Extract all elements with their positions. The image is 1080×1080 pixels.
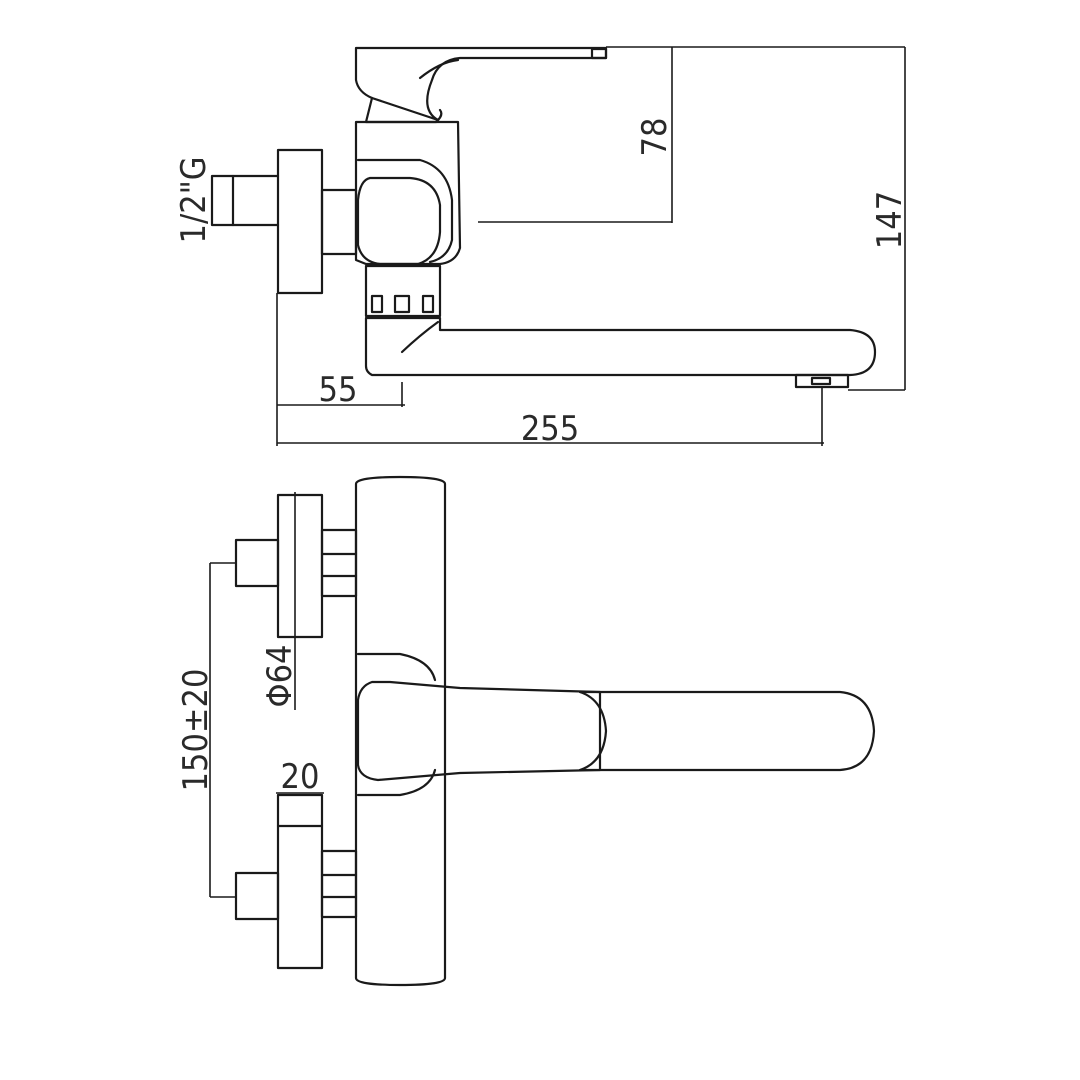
flange-depth-label: 20 bbox=[281, 757, 320, 797]
flange-diameter-label: Φ64 bbox=[260, 645, 300, 708]
spout-reach-label: 255 bbox=[521, 409, 579, 449]
wall-offset-label: 55 bbox=[319, 370, 358, 410]
mixer-body bbox=[354, 120, 462, 266]
total-height-label: 147 bbox=[870, 191, 910, 249]
inlet-spacing-label: 150±20 bbox=[176, 669, 216, 792]
spout bbox=[364, 316, 877, 389]
handle-front bbox=[356, 652, 876, 797]
front-view: Φ64 150±20 20 bbox=[176, 475, 876, 987]
body-bar bbox=[354, 475, 447, 987]
swivel-nut bbox=[364, 264, 442, 318]
side-view: 1/2"G 78 147 55 255 bbox=[174, 46, 910, 449]
thread-size-label: 1/2"G bbox=[174, 157, 214, 244]
side-dimension-lines bbox=[276, 46, 906, 446]
wall-flange bbox=[210, 148, 358, 295]
handle-height-label: 78 bbox=[635, 118, 675, 157]
front-dimension-lines bbox=[209, 562, 324, 898]
bottom-inlet bbox=[234, 793, 358, 970]
handle-lever bbox=[354, 46, 608, 124]
